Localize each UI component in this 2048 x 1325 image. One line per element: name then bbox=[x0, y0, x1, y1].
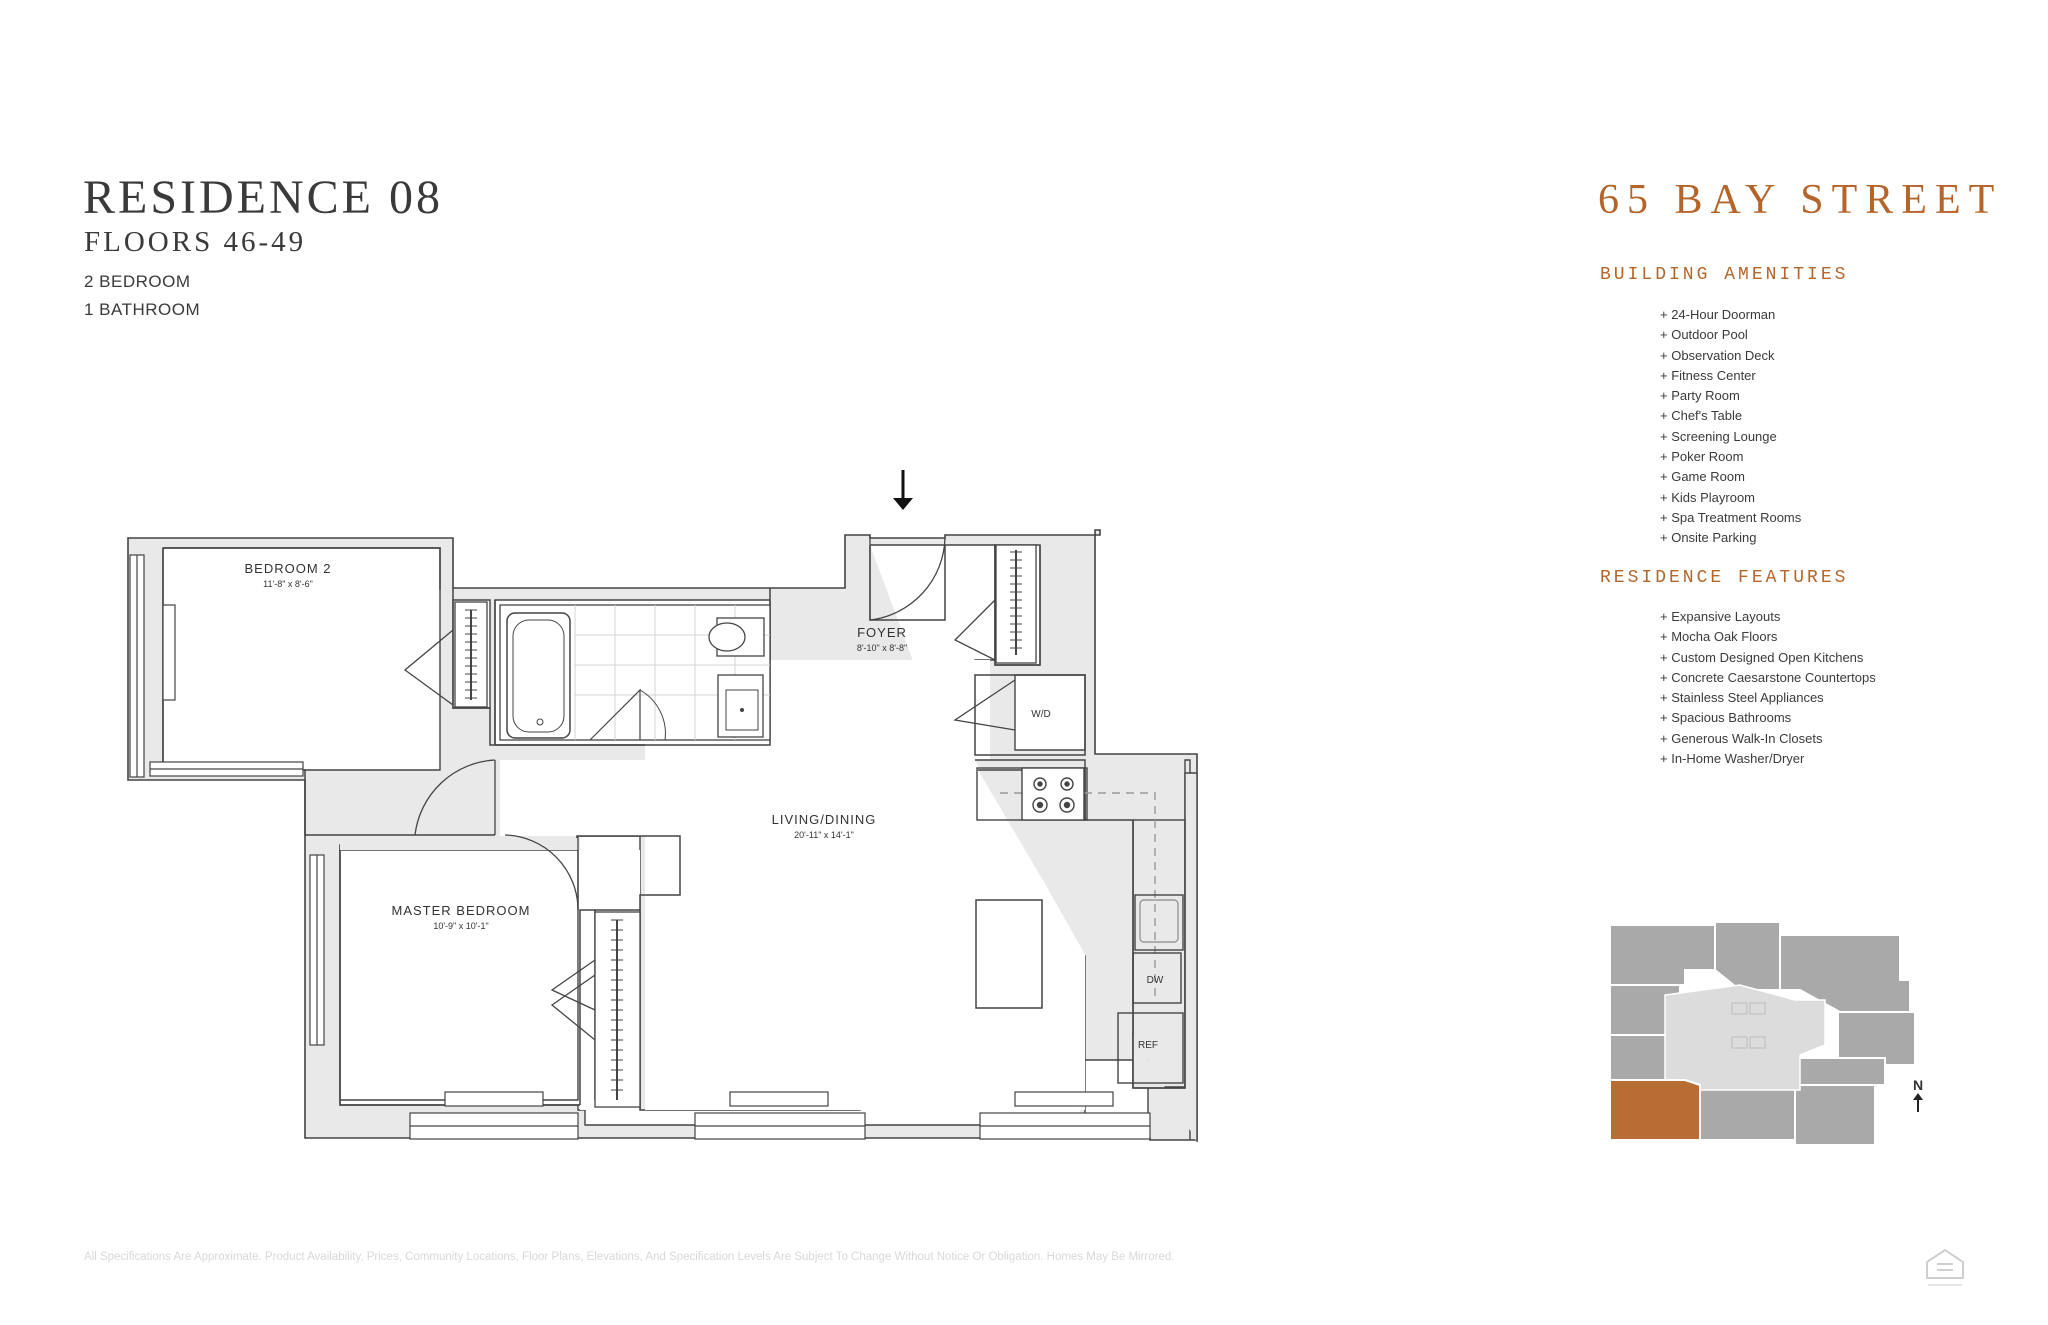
feature-item: + Spacious Bathrooms bbox=[1660, 710, 1792, 726]
residence-floors: FLOORS 46-49 bbox=[84, 226, 307, 258]
amenity-item: + Observation Deck bbox=[1660, 347, 1775, 363]
amenity-item: + Spa Treatment Rooms bbox=[1660, 509, 1802, 525]
refrigerator-label: REF bbox=[1138, 1040, 1158, 1051]
key-plan: N bbox=[1609, 921, 1923, 1146]
entry-arrow bbox=[893, 470, 913, 510]
wall-strip bbox=[340, 838, 580, 850]
north-label: N bbox=[1913, 1077, 1923, 1093]
room-label-master: MASTER BEDROOM bbox=[392, 903, 531, 918]
keyplan-unit bbox=[1714, 921, 1781, 991]
feature-item: + Concrete Caesarstone Countertops bbox=[1660, 669, 1876, 685]
features-heading: RESIDENCE FEATURES bbox=[1600, 568, 1849, 588]
keyplan-unit bbox=[1609, 924, 1716, 986]
room-dims-living: 20'-11" x 14'-1" bbox=[794, 830, 854, 840]
keyplan-unit bbox=[1699, 1084, 1801, 1141]
keyplan-unit bbox=[1794, 1084, 1876, 1146]
bedroom-count: 2 BEDROOM bbox=[84, 272, 191, 291]
amenity-item: + Game Room bbox=[1660, 469, 1745, 485]
amenity-item: + Poker Room bbox=[1660, 449, 1744, 465]
doors bbox=[403, 535, 1016, 1041]
keyplan-highlight-unit bbox=[1609, 1079, 1701, 1141]
amenity-item: + Chef's Table bbox=[1660, 408, 1743, 424]
cooktop bbox=[1021, 767, 1085, 821]
room-dims-master: 10'-9" x 10'-1" bbox=[433, 921, 488, 931]
amenity-item: + 24-Hour Doorman bbox=[1660, 307, 1776, 322]
amenities-heading: BUILDING AMENITIES bbox=[1600, 265, 1849, 285]
dishwasher-label: DW bbox=[1147, 975, 1164, 986]
room-label-foyer: FOYER bbox=[857, 625, 907, 640]
room-label-bedroom2: BEDROOM 2 bbox=[244, 561, 331, 576]
amenities-list: + 24-Hour Doorman + Outdoor Pool + Obser… bbox=[1660, 305, 1801, 549]
closet-hatching bbox=[465, 551, 1022, 1091]
windows bbox=[129, 554, 1151, 1140]
feature-item: + Stainless Steel Appliances bbox=[1660, 690, 1824, 706]
keyplan-elevators bbox=[1731, 1002, 1766, 1049]
features-list: + Expansive Layouts + Mocha Oak Floors +… bbox=[1660, 607, 1876, 769]
feature-item: + Mocha Oak Floors bbox=[1660, 629, 1778, 645]
feature-item: + Generous Walk-In Closets bbox=[1660, 730, 1823, 746]
amenity-item: + Screening Lounge bbox=[1660, 428, 1777, 444]
washer-dryer-label: W/D bbox=[1031, 709, 1050, 720]
amenity-item: + Party Room bbox=[1660, 388, 1740, 404]
keyplan-unit bbox=[1794, 1057, 1886, 1086]
bathroom bbox=[499, 604, 771, 741]
residence-title: RESIDENCE 08 bbox=[83, 171, 443, 224]
north-arrowhead-icon bbox=[1913, 1093, 1923, 1100]
feature-item: + Custom Designed Open Kitchens bbox=[1660, 649, 1864, 665]
building-name: 65 BAY STREET bbox=[1598, 177, 2003, 223]
feature-item: + In-Home Washer/Dryer bbox=[1660, 751, 1805, 767]
room-label-living: LIVING/DINING bbox=[772, 812, 877, 827]
equal-housing-icon bbox=[1926, 1248, 1964, 1286]
disclaimer-text: All Specifications Are Approximate. Prod… bbox=[84, 1251, 1175, 1263]
bathroom-count: 1 BATHROOM bbox=[84, 300, 201, 319]
amenity-item: + Fitness Center bbox=[1660, 367, 1756, 383]
amenity-item: + Kids Playroom bbox=[1660, 489, 1756, 505]
kitchen-island bbox=[975, 899, 1043, 1009]
amenity-item: + Outdoor Pool bbox=[1660, 327, 1748, 343]
room-dims-foyer: 8'-10" x 8'-8" bbox=[857, 643, 907, 653]
amenity-item: + Onsite Parking bbox=[1660, 530, 1757, 546]
room-dims-bedroom2: 11'-8" x 8'-6" bbox=[263, 579, 313, 589]
keyplan-unit bbox=[1837, 1011, 1916, 1066]
feature-item: + Expansive Layouts bbox=[1660, 609, 1781, 624]
